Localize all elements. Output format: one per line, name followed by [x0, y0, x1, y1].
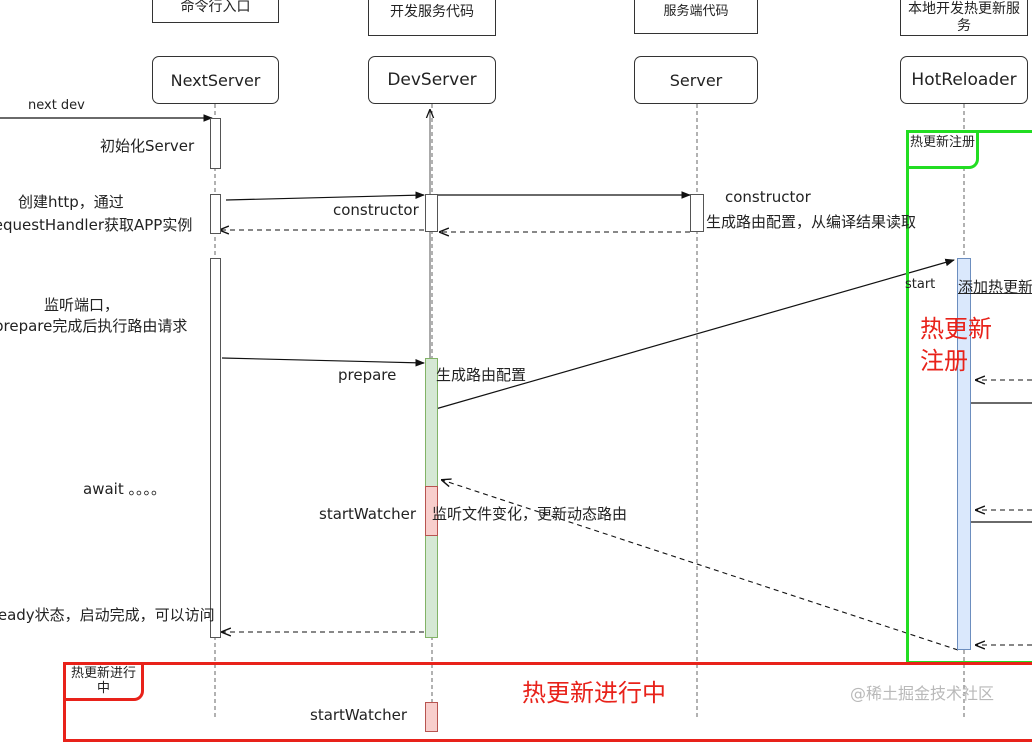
frame-hot-running-tab: 热更新进行中 — [66, 665, 144, 701]
msg-init-server: 初始化Server — [100, 137, 195, 155]
activation-next-server-2 — [210, 194, 221, 234]
participant-hot-reloader: HotReloader — [900, 56, 1028, 104]
msg-start-watcher: startWatcher — [319, 505, 417, 523]
msg-prepare: prepare — [338, 366, 397, 384]
msg-listen-port-2: prepare完成后执行路由请求 — [0, 317, 188, 335]
note-dev-service-code: 开发服务代码 — [368, 0, 496, 36]
watermark: @稀土掘金技术社区 — [850, 684, 995, 703]
msg-constructor-server: constructor — [725, 188, 811, 206]
msg-constructor-dev: constructor — [333, 201, 419, 219]
activation-next-server-1 — [210, 118, 221, 169]
msg-listen-port-1: 监听端口， — [44, 296, 120, 314]
arrow-start — [431, 258, 955, 411]
activation-next-server-3 — [210, 258, 221, 638]
msg-watch-files: 监听文件变化，更新动态路由 — [432, 505, 628, 523]
frame-hot-register-tab: 热更新注册 — [909, 133, 979, 169]
msg-await: await 。。。。 — [83, 480, 166, 498]
msg-create-http-2: RequestHandler获取APP实例 — [0, 216, 193, 234]
msg-create-http-1: 创建http，通过 — [18, 193, 124, 211]
label-hot-running: 热更新进行中 — [522, 679, 666, 707]
frame-hot-register — [906, 130, 1032, 664]
msg-ready: ready状态，启动完成，可以访问 — [0, 606, 215, 624]
activation-server — [690, 194, 704, 232]
note-hot-reload-service: 本地开发热更新服务 — [900, 0, 1028, 36]
activation-dev-server-constructor — [425, 194, 438, 232]
activation-hot-reloader — [957, 258, 971, 650]
participant-next-server: NextServer — [152, 56, 279, 104]
participant-server: Server — [634, 56, 758, 104]
note-cli-entry: 命令行入口 — [152, 0, 279, 23]
msg-add-hot-update: 添加热更新 — [958, 278, 1032, 296]
activation-dev-server-watcher — [425, 486, 438, 536]
note-server-code: 服务端代码 — [634, 0, 758, 34]
arrow-start-watcher-diag — [442, 480, 959, 651]
arrow-prepare — [221, 357, 425, 367]
msg-start-watcher-2: startWatcher — [310, 706, 408, 724]
msg-start: start — [905, 277, 936, 292]
msg-gen-route-config: 生成路由配置 — [436, 366, 527, 384]
label-hot-register: 热更新注册 — [920, 315, 992, 375]
msg-next-dev: next dev — [28, 98, 85, 113]
participant-dev-server: DevServer — [368, 56, 496, 104]
arrow-constructor-dev — [225, 191, 425, 201]
msg-gen-route-config-read: 生成路由配置，从编译结果读取 — [706, 213, 917, 231]
